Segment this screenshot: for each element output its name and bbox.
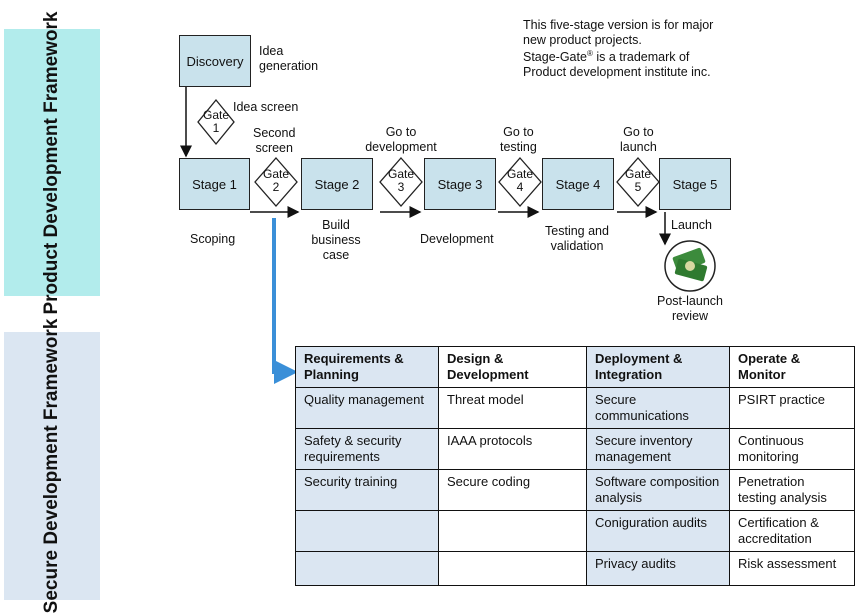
product-development-band: Product Development Framework	[4, 11, 100, 314]
header-requirements-planning: Requirements &Planning	[295, 346, 439, 388]
table-cell: Quality management	[295, 387, 439, 429]
table-cell	[295, 551, 439, 586]
table-cell: PSIRT practice	[729, 387, 855, 429]
secure-development-band: Secure Development Framework	[4, 319, 100, 613]
gate2-to-table-arrow	[272, 218, 298, 384]
scoping-label: Scoping	[190, 232, 236, 246]
header-operate-monitor: Operate &Monitor	[729, 346, 855, 388]
development-label: Development	[420, 232, 494, 246]
gate-2-diamond	[254, 157, 298, 207]
table-header-row: Requirements &Planning Design &Developme…	[295, 346, 855, 388]
table-cell: Penetration testing analysis	[729, 469, 855, 511]
money-icon	[664, 240, 716, 292]
header-deployment-integration: Deployment &Integration	[586, 346, 730, 388]
header-design-development: Design &Development	[438, 346, 587, 388]
table-cell: IAAA protocols	[438, 428, 587, 470]
gate-3-diamond	[379, 157, 423, 207]
table-cell: Threat model	[438, 387, 587, 429]
table-cell	[438, 551, 587, 586]
table-cell: Risk assessment	[729, 551, 855, 586]
idea-screen-label: Idea screen	[233, 100, 299, 114]
note-line-4: Product development institute inc.	[523, 64, 711, 79]
note-line-1: This five-stage version is for major	[523, 18, 714, 32]
table-cell: Software composition analysis	[586, 469, 730, 511]
table-row: Quality management Threat model Secure c…	[295, 387, 855, 429]
note-line-3: Stage-Gate® is a trademark of	[523, 49, 690, 65]
stage-4-box: Stage 4	[542, 158, 614, 210]
gate-1-diamond	[197, 98, 235, 146]
table-cell	[295, 510, 439, 552]
table-cell: Safety & security requirements	[295, 428, 439, 470]
trademark-note: This five-stage version is for major new…	[523, 18, 713, 79]
stage-3-box: Stage 3	[424, 158, 496, 210]
stage-1-box: Stage 1	[179, 158, 250, 210]
note-line-2: new product projects.	[523, 32, 642, 47]
table-row: Safety & security requirements IAAA prot…	[295, 428, 855, 470]
table-cell: Coniguration audits	[586, 510, 730, 552]
gate-4-diamond	[498, 157, 542, 207]
table-cell	[438, 510, 587, 552]
launch-label: Launch	[671, 218, 713, 232]
table-cell: Secure inventory management	[586, 428, 730, 470]
table-row: Privacy audits Risk assessment	[295, 551, 855, 586]
table-row: Coniguration audits Certification & accr…	[295, 510, 855, 552]
table-cell: Security training	[295, 469, 439, 511]
stage-2-box: Stage 2	[301, 158, 373, 210]
table-row: Security training Secure coding Software…	[295, 469, 855, 511]
table-cell: Certification & accreditation	[729, 510, 855, 552]
gate-5-diamond	[616, 157, 660, 207]
stage-5-box: Stage 5	[659, 158, 731, 210]
table-cell: Secure coding	[438, 469, 587, 511]
discovery-box: Discovery	[179, 35, 251, 87]
table-cell: Secure communications	[586, 387, 730, 429]
table-cell: Continuous monitoring	[729, 428, 855, 470]
table-cell: Privacy audits	[586, 551, 730, 586]
secure-development-table: Requirements &Planning Design &Developme…	[295, 346, 855, 586]
